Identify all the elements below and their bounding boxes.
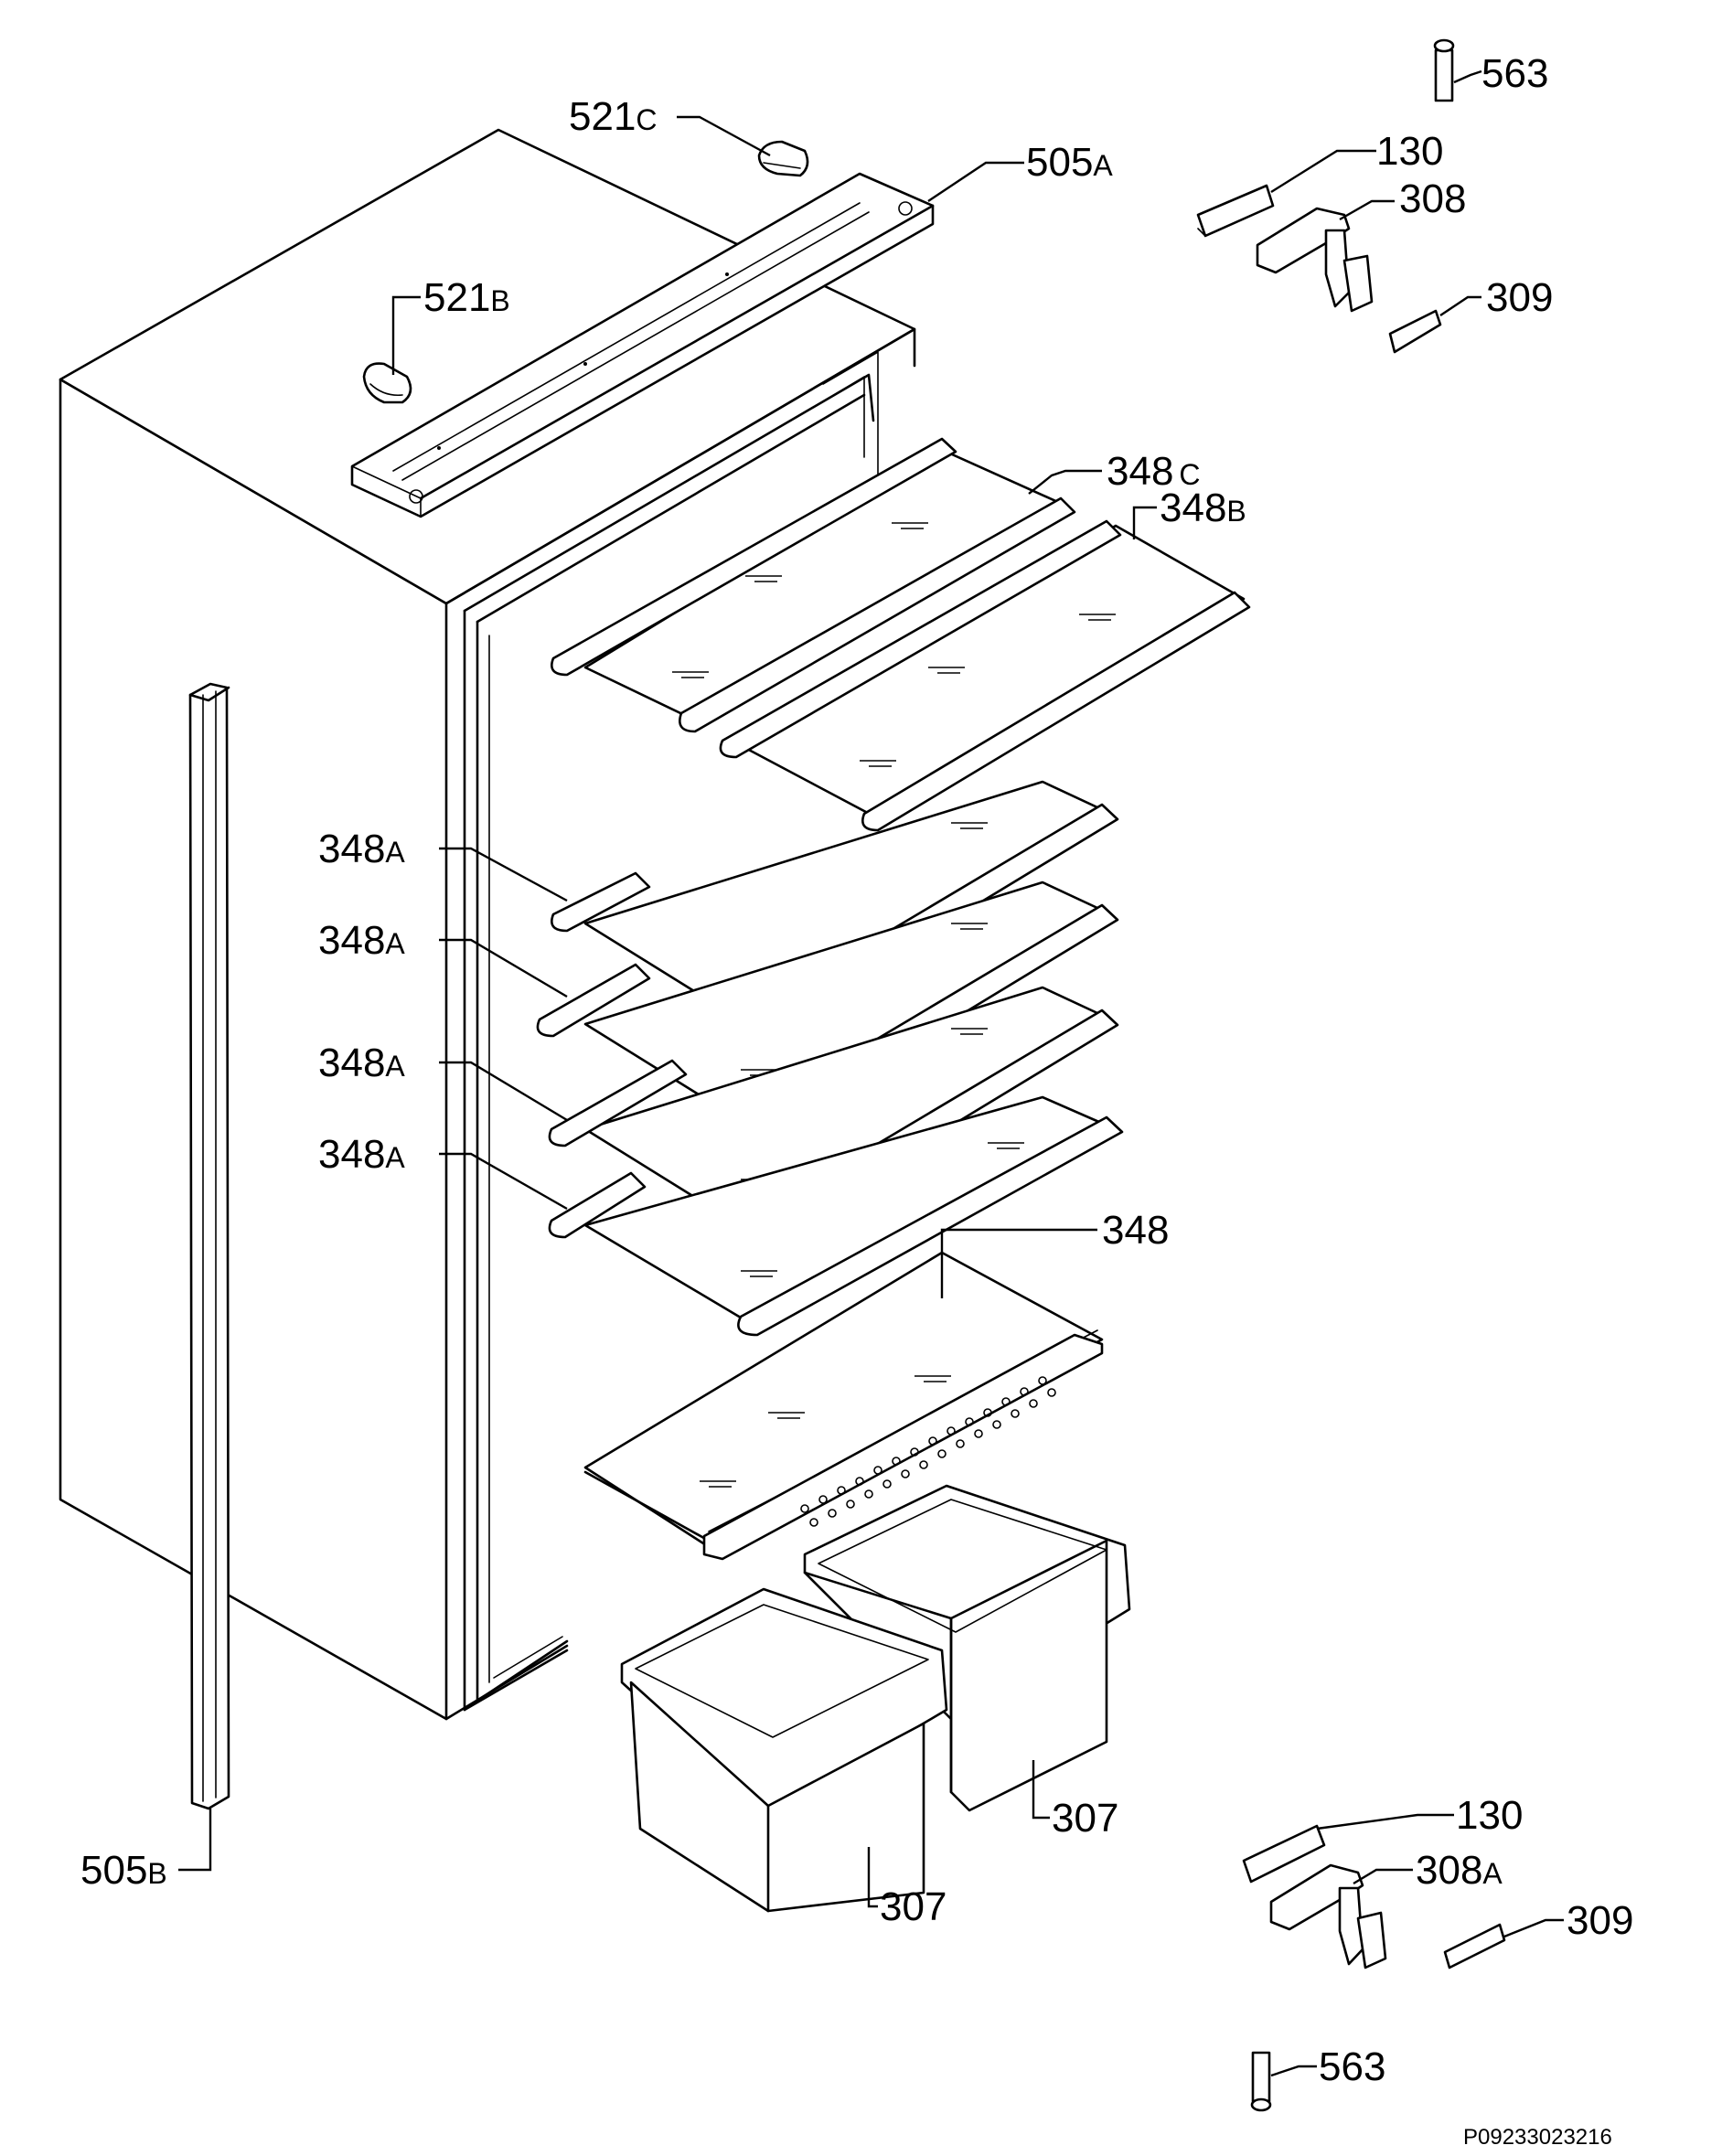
label-348: 348: [1102, 1208, 1169, 1253]
label-505a: 505A: [1026, 140, 1113, 185]
label-348a-2: 348A: [318, 918, 405, 963]
crisper-drawer-307-left: [620, 1587, 948, 1913]
hinge-bracket-130-top: [1196, 184, 1275, 238]
label-348a-3: 348A: [318, 1041, 405, 1085]
label-563-top: 563: [1481, 51, 1548, 96]
hinge-pin-563-top: [1433, 38, 1455, 102]
label-348a-1: 348A: [318, 827, 405, 871]
glass-shelf-348c: [551, 437, 1076, 733]
label-505b: 505B: [80, 1848, 167, 1893]
crisper-drawer-307-right: [803, 1484, 1131, 1812]
label-348b: 348B: [1160, 486, 1246, 530]
top-trim-rail-505a: [350, 172, 935, 518]
label-130-bottom: 130: [1456, 1793, 1523, 1838]
hinge-cover-309-top: [1388, 309, 1442, 354]
hinge-bracket-130-bottom: [1242, 1824, 1326, 1884]
hinge-cover-cap-521c: [757, 140, 809, 177]
drawing-code: P09233023216: [1463, 2125, 1612, 2150]
label-130-top: 130: [1376, 129, 1443, 174]
label-521b: 521B: [423, 275, 510, 320]
hinge-308a: [1269, 1863, 1387, 1969]
refrigerator-cabinet: [59, 128, 916, 1721]
label-308: 308: [1399, 176, 1466, 221]
hinge-cover-cap-521b: [362, 362, 412, 404]
label-307-right: 307: [1052, 1796, 1118, 1841]
hinge-308: [1256, 207, 1374, 313]
label-308a: 308A: [1416, 1848, 1503, 1893]
label-309-top: 309: [1486, 275, 1553, 320]
crisper-cover-glass-348: [583, 1251, 1104, 1561]
leader-lines: [178, 69, 1564, 2077]
glass-shelf-348b: [719, 519, 1251, 832]
hinge-cover-309-bottom: [1443, 1923, 1506, 1969]
label-348a-4: 348A: [318, 1132, 405, 1177]
label-309-bottom: 309: [1567, 1898, 1633, 1943]
label-307-left: 307: [880, 1884, 947, 1929]
label-563-bottom: 563: [1319, 2044, 1385, 2089]
glass-shelf-348a-4: [548, 1095, 1124, 1337]
door-trim-strip-505b: [188, 682, 230, 1810]
hinge-pin-563-bottom: [1250, 2051, 1272, 2112]
label-521c: 521C: [569, 94, 658, 139]
